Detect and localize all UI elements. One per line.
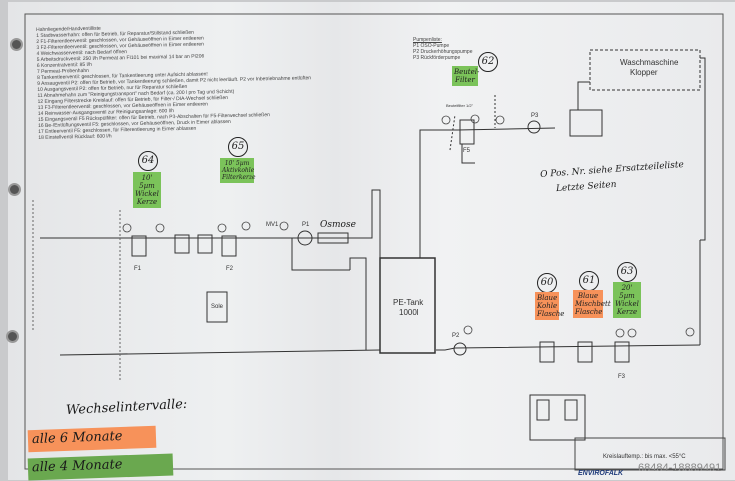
- pump-item: P2 Druckerhöhungspumpe: [413, 49, 473, 55]
- filter-f1-housing: [131, 235, 147, 257]
- pump-item: P1 OSO-Pumpe: [413, 43, 450, 49]
- circuit-temp-note: Kreislauftemp.: bis max. <55°C: [603, 454, 686, 460]
- annotation-number: 62: [478, 52, 498, 72]
- tank-capacity: 1000l: [399, 308, 419, 317]
- washer-name: Klopper: [630, 68, 658, 77]
- annotation-note: Beutel-Filter: [452, 66, 480, 86]
- mixbed-bottle: [577, 341, 593, 363]
- pe-tank: [379, 257, 436, 354]
- annotation-note: 20' 5µm Wickel Kerze: [613, 282, 641, 318]
- annotation-note: 10' 5µm Wickel Kerze: [133, 172, 161, 208]
- valve-legend: Hahnliegende/Handventilliste 1 Stadtwass…: [36, 21, 312, 141]
- sheet-border: [24, 13, 724, 470]
- label-f1: F1: [134, 266, 142, 272]
- annotation-number: 64: [138, 151, 158, 171]
- label-f3: F3: [618, 374, 626, 380]
- drain-pipe: [349, 257, 367, 350]
- binder-hole: [6, 330, 19, 343]
- label-p2: P2: [452, 333, 460, 339]
- bag-filter-f5: [459, 119, 475, 145]
- return-unit: [569, 109, 603, 137]
- binder-hole: [10, 38, 23, 51]
- softener-2: [197, 234, 213, 254]
- annotation-note: 10' 5µm Aktivkohle Filterkerze: [220, 158, 256, 183]
- label-p3: P3: [531, 113, 539, 119]
- label-f5: F5: [463, 148, 471, 154]
- title-block: [574, 437, 726, 471]
- deionizer-stand: [529, 394, 586, 441]
- bottom-pipe: [59, 349, 381, 356]
- pump-p2: [453, 342, 467, 356]
- filter-f2-housing: [221, 235, 237, 257]
- watermark: 68484-18889491: [638, 462, 722, 474]
- interval-six-months: alle 6 Monate: [27, 425, 157, 453]
- label-f2: F2: [226, 266, 234, 272]
- label-osmose: Osmose: [320, 220, 356, 230]
- softener-1: [174, 234, 190, 254]
- loop-outlet-pipe: [436, 344, 701, 351]
- pump-item: P3 Rückförderpumpe: [413, 55, 461, 61]
- sole-tank: [206, 291, 228, 323]
- label-beutelfilter: Beutelfilter 1/2": [446, 103, 473, 108]
- carbon-bottle: [539, 341, 555, 363]
- washer-label: Waschmaschine: [620, 58, 679, 67]
- washing-machine: [589, 49, 701, 91]
- annotation-note: Blaue Kohle Flasche: [535, 292, 565, 320]
- signal-line: [449, 95, 496, 151]
- pipe-to-washer: [577, 81, 590, 110]
- pump-legend: Pumpenliste: P1 OSO-Pumpe P2 Druckerhöhu…: [413, 37, 472, 61]
- concentrate-pipe: [291, 238, 350, 271]
- filter-f3-housing: [614, 341, 630, 363]
- drain-f5: [461, 144, 475, 164]
- return-pipe: [419, 129, 458, 258]
- label-p1: P1: [302, 222, 310, 228]
- annotation-number: 60: [537, 273, 557, 293]
- signal-line: [32, 200, 121, 380]
- annotation-note: Blaue Mischbett Flasche: [573, 290, 611, 318]
- washer-return: [700, 57, 706, 241]
- annotation-number: 61: [579, 271, 599, 291]
- annotation-number: 65: [228, 137, 248, 157]
- binder-hole: [8, 183, 21, 196]
- diagram-sheet: [8, 2, 735, 480]
- gauges: [122, 114, 695, 338]
- tank-label: PE-Tank: [393, 298, 424, 307]
- return-pipe-top: [457, 127, 556, 131]
- pump-p3: [527, 120, 541, 134]
- pump-p1: [297, 230, 313, 246]
- brand-logo: ENVIROFALK: [578, 470, 624, 477]
- sole-label: Sole: [211, 304, 224, 310]
- annotation-number: 63: [617, 262, 637, 282]
- permeate-pipe: [348, 189, 381, 258]
- label-mv1: MV1: [266, 222, 279, 228]
- pump-legend-title: Pumpenliste:: [413, 37, 442, 43]
